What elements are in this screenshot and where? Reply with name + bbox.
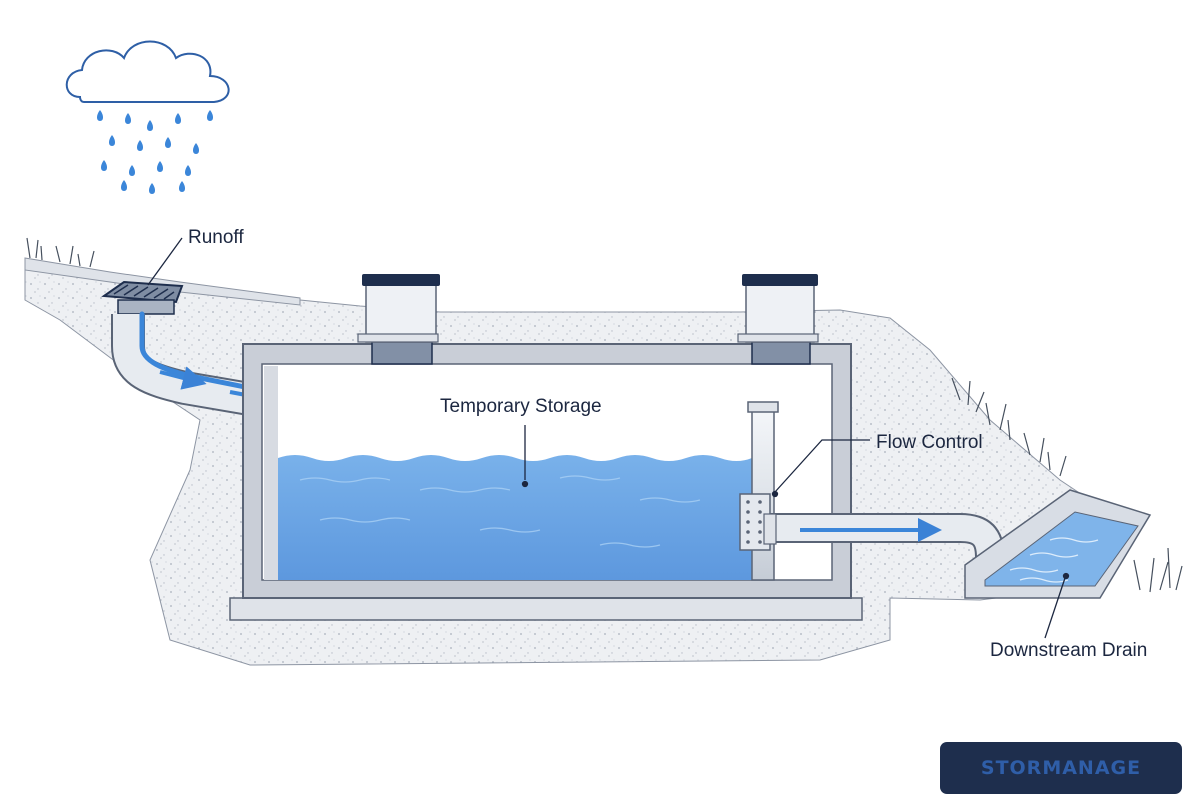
catch-basin-grate (101, 280, 184, 315)
grass-icon (26, 237, 1183, 593)
runoff-label: Runoff (188, 227, 244, 248)
flow-control-label: Flow Control (876, 432, 983, 453)
rain-drop (207, 110, 213, 121)
access-riser-left (357, 274, 440, 365)
rain-drop (121, 180, 127, 191)
brand-name: STORMANAGE (980, 757, 1142, 779)
rain-drop (109, 135, 115, 146)
rain-drop (179, 181, 185, 192)
rain-drop (97, 110, 103, 121)
temporary-storage-label: Temporary Storage (440, 396, 602, 417)
rain-drop (165, 137, 171, 148)
rain-drop (175, 113, 181, 124)
rain-drop (185, 165, 191, 176)
rain-drop (129, 165, 135, 176)
base-slab (229, 597, 863, 621)
cloud-icon (65, 40, 230, 103)
rain-drop (137, 140, 143, 151)
storage-tank (242, 343, 852, 599)
rain-drop (149, 183, 155, 194)
rain-drops-icon (97, 110, 213, 194)
stored-water (278, 455, 752, 580)
rain-drop (125, 113, 131, 124)
access-riser-right (737, 274, 819, 365)
rain-drop (193, 143, 199, 154)
rain-drop (147, 120, 153, 131)
rain-drop (157, 161, 163, 172)
leader-lines (147, 237, 1070, 639)
brand-logo: STORMANAGE (940, 742, 1182, 794)
downstream-channel (964, 489, 1152, 599)
downstream-drain-label: Downstream Drain (990, 640, 1147, 661)
rain-drop (101, 160, 107, 171)
